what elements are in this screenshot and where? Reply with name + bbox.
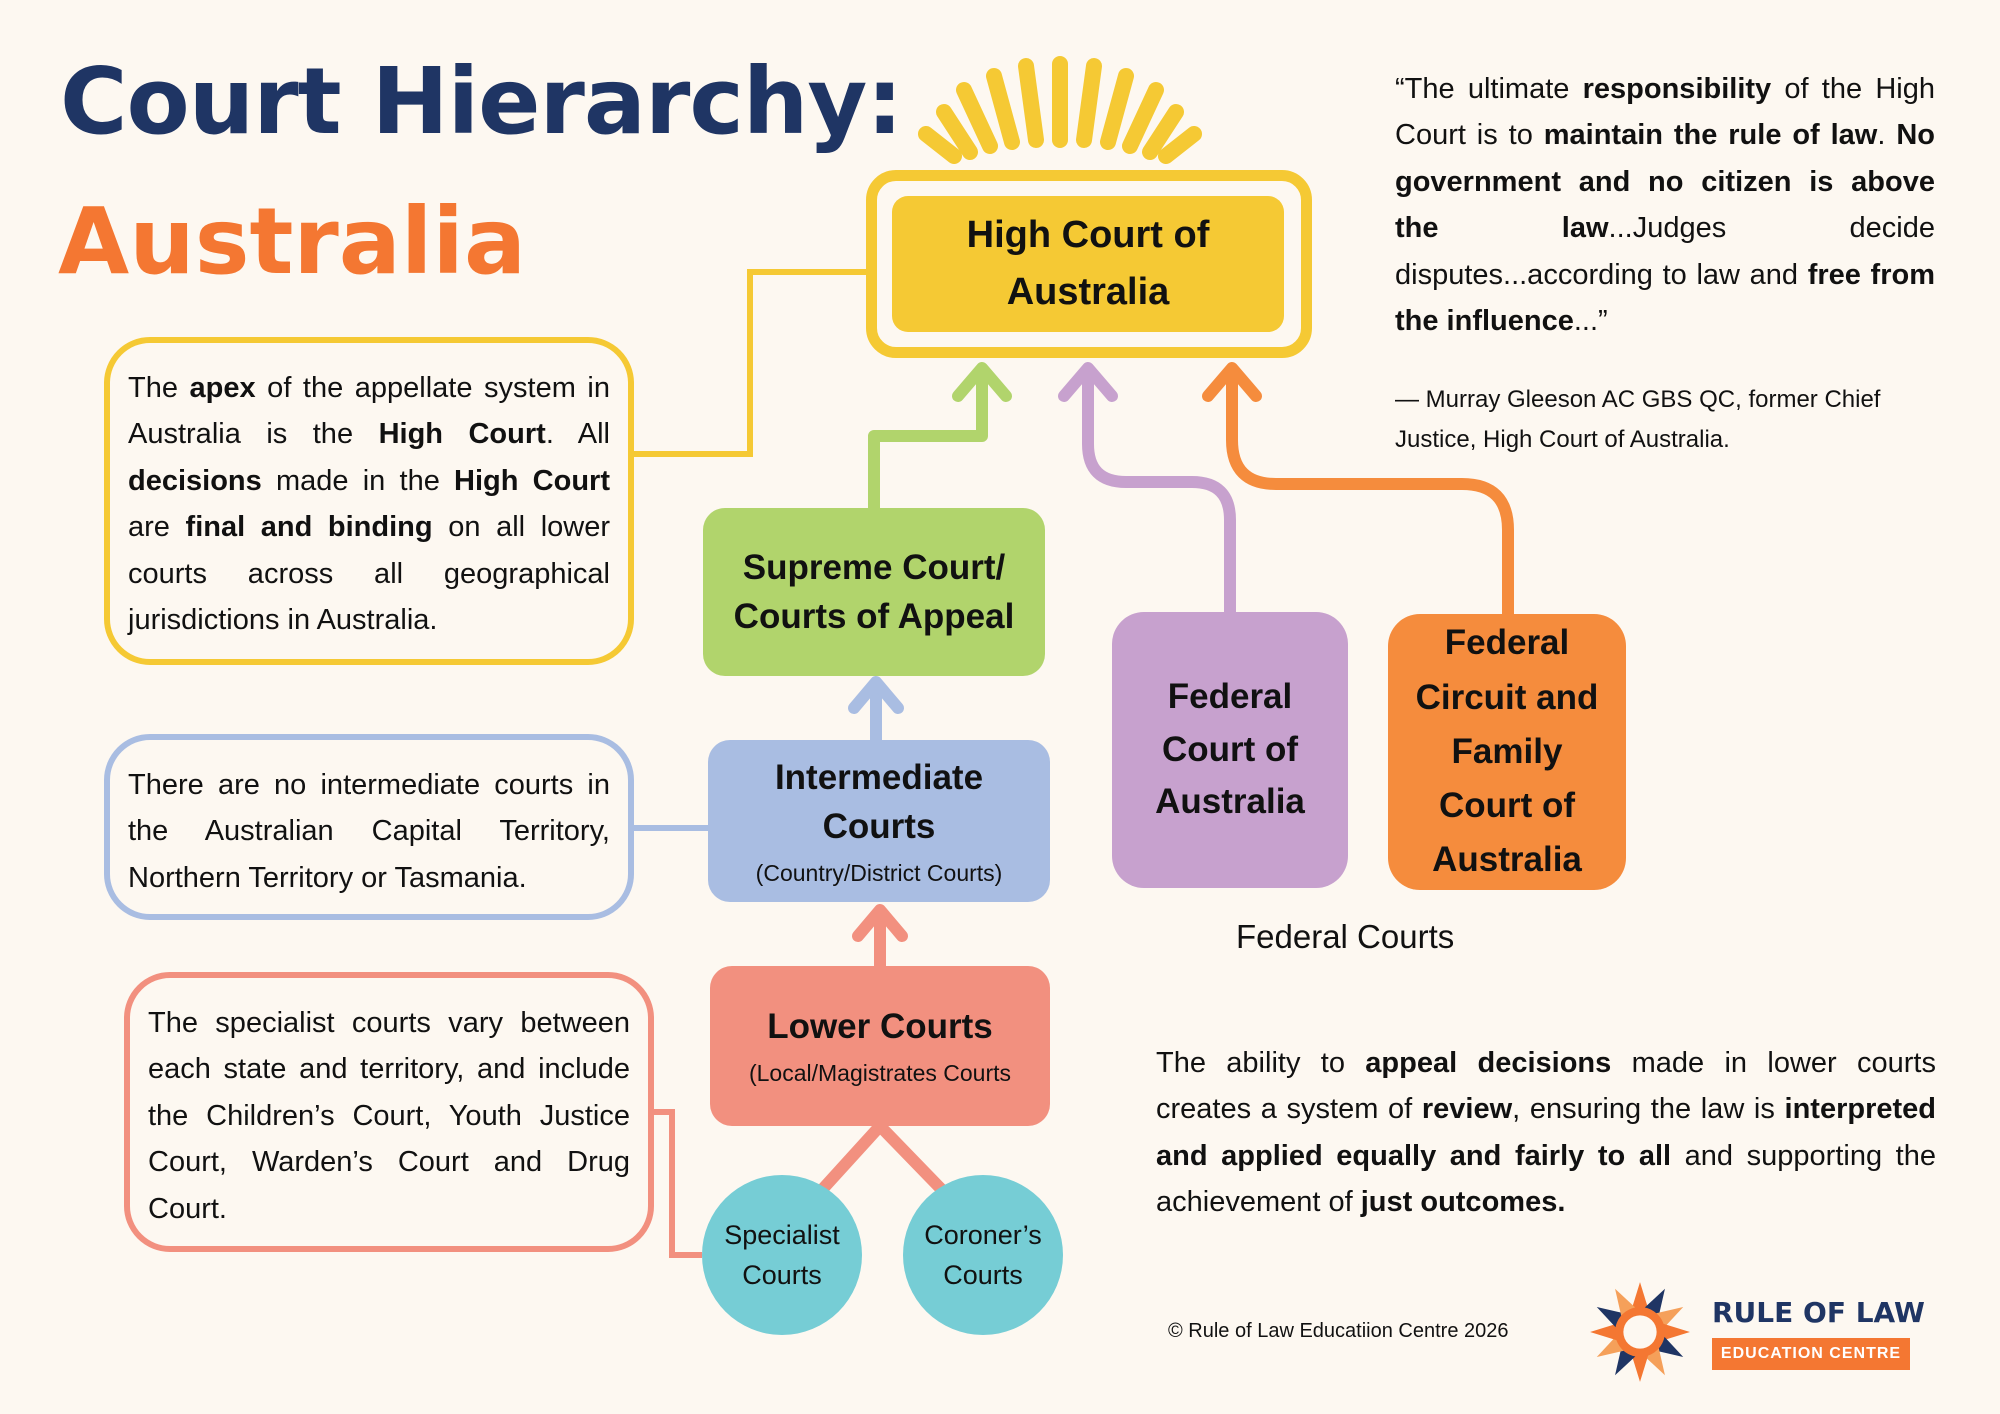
apex-connector	[634, 269, 866, 457]
page-title: Court Hierarchy:	[60, 48, 903, 155]
high-court-box: High Court of Australia	[892, 196, 1284, 332]
apex-note-text: The apex of the appellate system in Aust…	[128, 372, 611, 636]
supreme-court-label-line2: Courts of Appeal	[733, 597, 1015, 636]
coroners-courts-label-line2: Courts	[943, 1260, 1023, 1290]
lower-courts-sublabel: (Local/Magistrates Courts	[748, 1060, 1012, 1087]
federal-circuit-label-line3: Family	[1451, 731, 1563, 771]
lower-to-coroner-branch	[875, 1121, 949, 1197]
coroners-courts-circle: Coroner’s Courts	[903, 1175, 1063, 1335]
lower-to-specialist-branch	[815, 1121, 885, 1197]
supreme-to-high-arrow	[868, 372, 988, 508]
fedcircuit-to-high-arrow	[1226, 372, 1514, 614]
lower-courts-label: Lower Courts	[767, 1007, 993, 1047]
specialist-note: The specialist courts vary between each …	[124, 972, 654, 1252]
rule-of-law-star-logo-icon	[1590, 1282, 1690, 1382]
quote-text: “The ultimate responsibility of the High…	[1395, 73, 1935, 337]
federal-court-label-line1: Federal	[1167, 677, 1293, 717]
specialist-courts-label-line1: Specialist	[724, 1219, 840, 1250]
federal-court-label-line3: Australia	[1155, 782, 1305, 822]
specialist-note-text: The specialist courts vary between each …	[148, 1007, 630, 1225]
federal-circuit-label-line1: Federal	[1444, 623, 1570, 663]
gleeson-quote: “The ultimate responsibility of the High…	[1395, 66, 1935, 344]
intermediate-courts-box: Intermediate Courts (Country/District Co…	[708, 740, 1050, 902]
copyright-notice: © Rule of Law Educatiion Centre 2026	[1168, 1320, 1509, 1342]
federal-courts-caption: Federal Courts	[1236, 918, 1455, 955]
supreme-court-box: Supreme Court/ Courts of Appeal	[703, 508, 1045, 676]
specialist-courts-circle: Specialist Courts	[702, 1175, 862, 1335]
sun-rays-icon	[918, 56, 1202, 164]
logo-subtitle: EDUCATION CENTRE	[1712, 1338, 1910, 1370]
federal-court-label-line2: Court of	[1161, 729, 1299, 769]
specialist-courts-label-line2: Courts	[742, 1260, 822, 1290]
specialist-connector	[654, 1109, 702, 1258]
intermediate-note-text: There are no intermediate courts in the …	[128, 769, 610, 894]
high-court-label-line1: High Court of	[966, 214, 1210, 256]
apex-note: The apex of the appellate system in Aust…	[104, 337, 634, 665]
appeal-paragraph: The ability to appeal decisions made in …	[1156, 1040, 1936, 1226]
page-subtitle: Australia	[58, 188, 527, 295]
federal-circuit-label-line4: Court of	[1438, 786, 1576, 826]
intermediate-courts-sublabel: (Country/District Courts)	[755, 859, 1003, 886]
federal-to-high-arrow	[1082, 372, 1236, 612]
appeal-text: The ability to appeal decisions made in …	[1156, 1047, 1936, 1219]
high-court-label-line2: Australia	[1006, 271, 1170, 313]
intermediate-courts-label-line1: Intermediate	[774, 757, 984, 797]
federal-circuit-label-line5: Australia	[1432, 840, 1582, 880]
federal-circuit-court-box: Federal Circuit and Family Court of Aust…	[1388, 614, 1626, 890]
coroners-courts-label-line1: Coroner’s	[924, 1219, 1042, 1250]
supreme-court-label-line1: Supreme Court/	[742, 548, 1006, 587]
federal-circuit-label-line2: Circuit and	[1415, 677, 1599, 717]
quote-attribution: — Murray Gleeson AC GBS QC, former Chief…	[1395, 386, 1881, 453]
intermediate-courts-label-line2: Courts	[822, 806, 936, 846]
federal-court-box: Federal Court of Australia	[1112, 612, 1348, 888]
logo-title: RULE OF LAW	[1712, 1296, 1925, 1329]
lower-courts-box: Lower Courts (Local/Magistrates Courts	[710, 966, 1050, 1126]
intermediate-note: There are no intermediate courts in the …	[104, 734, 634, 920]
